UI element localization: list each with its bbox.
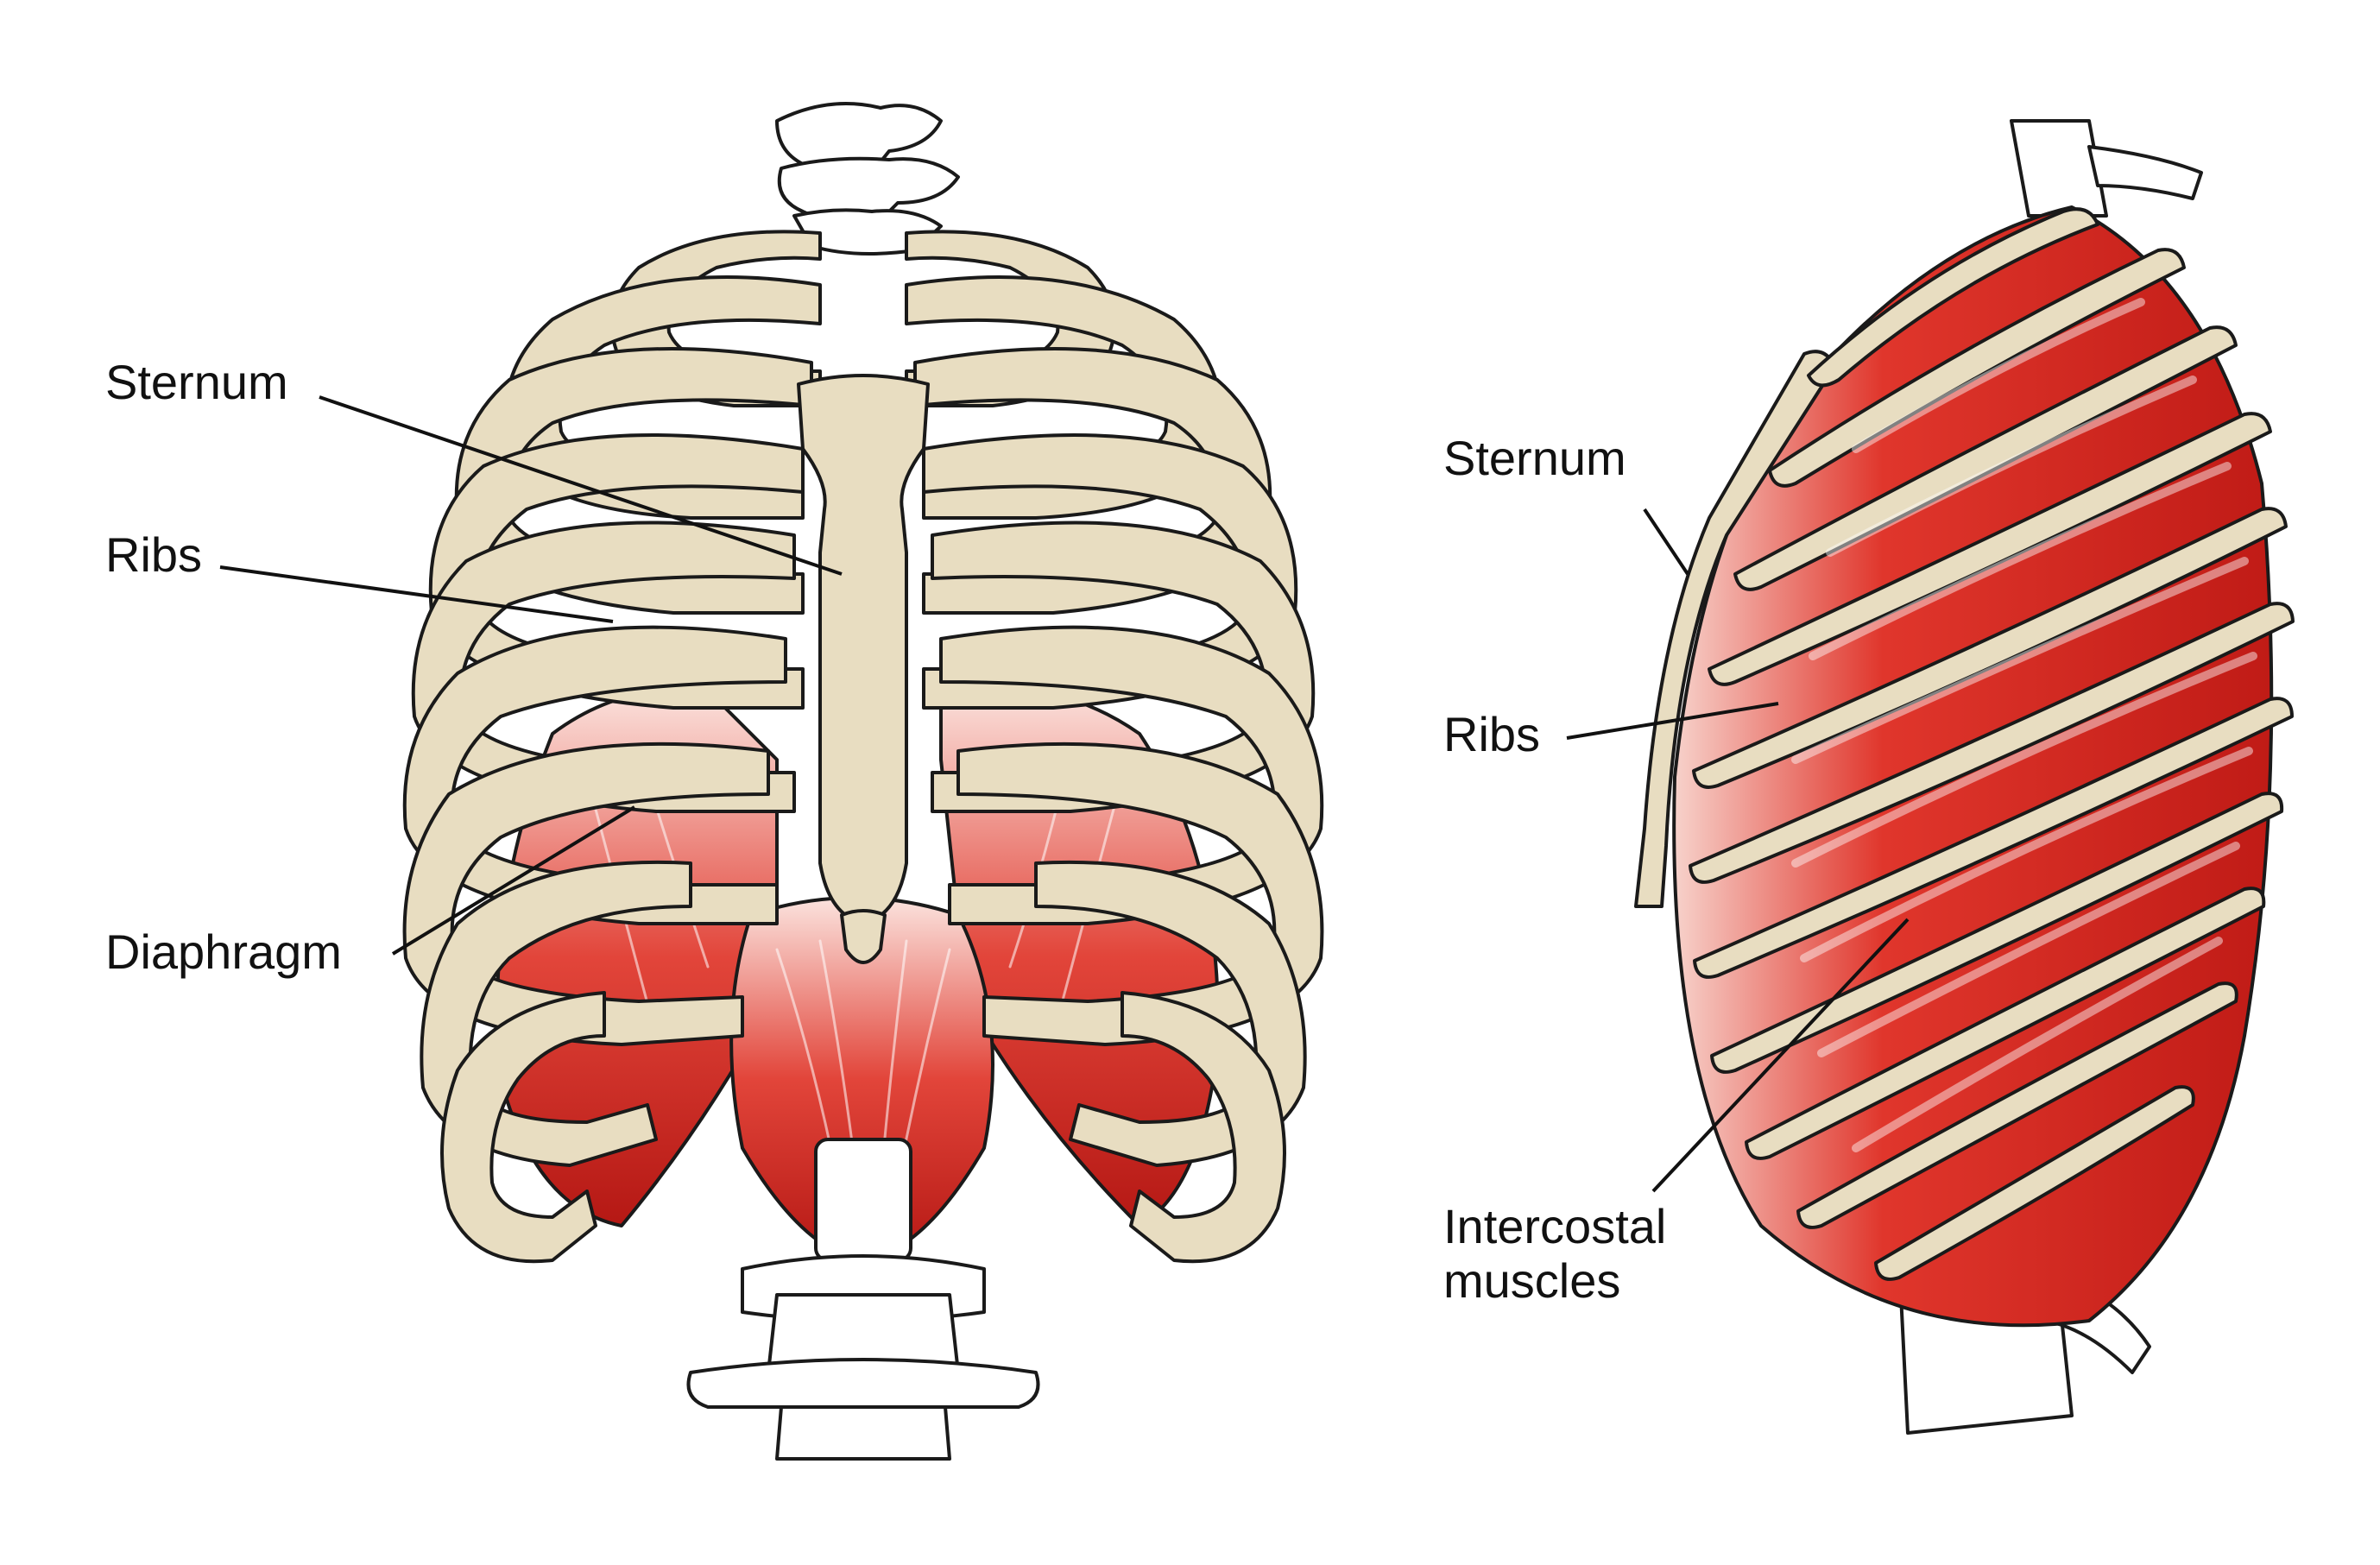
leader-front-ribs: [219, 565, 614, 623]
leader-side-sternum: [1643, 508, 1689, 576]
leader-side-ribs: [1566, 702, 1779, 740]
label-side-ribs: Ribs: [1443, 707, 1541, 761]
front-ribcage: [402, 102, 1324, 1461]
cervical-vertebrae: [775, 102, 960, 256]
right-ribs: [905, 230, 1324, 1264]
label-side-sternum: Sternum: [1443, 431, 1626, 485]
side-ribs: [1689, 207, 2295, 1281]
leader-side-intercostal: [1651, 918, 1910, 1193]
label-side-intercostal: Intercostal muscles: [1443, 1199, 1667, 1308]
left-ribs: [402, 230, 822, 1264]
label-front-sternum: Sternum: [105, 355, 288, 409]
sternum-bone: [797, 374, 930, 964]
side-ribcage: [1634, 119, 2295, 1435]
diaphragm: [496, 685, 1220, 1262]
leader-front-diaphragm: [391, 805, 636, 956]
label-front-diaphragm: Diaphragm: [105, 924, 342, 979]
label-front-ribs: Ribs: [105, 527, 203, 582]
leader-front-sternum: [319, 395, 843, 576]
leader-lines: [219, 395, 1910, 1193]
muscle-highlights: [1791, 298, 2257, 1152]
lumbar-vertebrae: [686, 1138, 1040, 1461]
